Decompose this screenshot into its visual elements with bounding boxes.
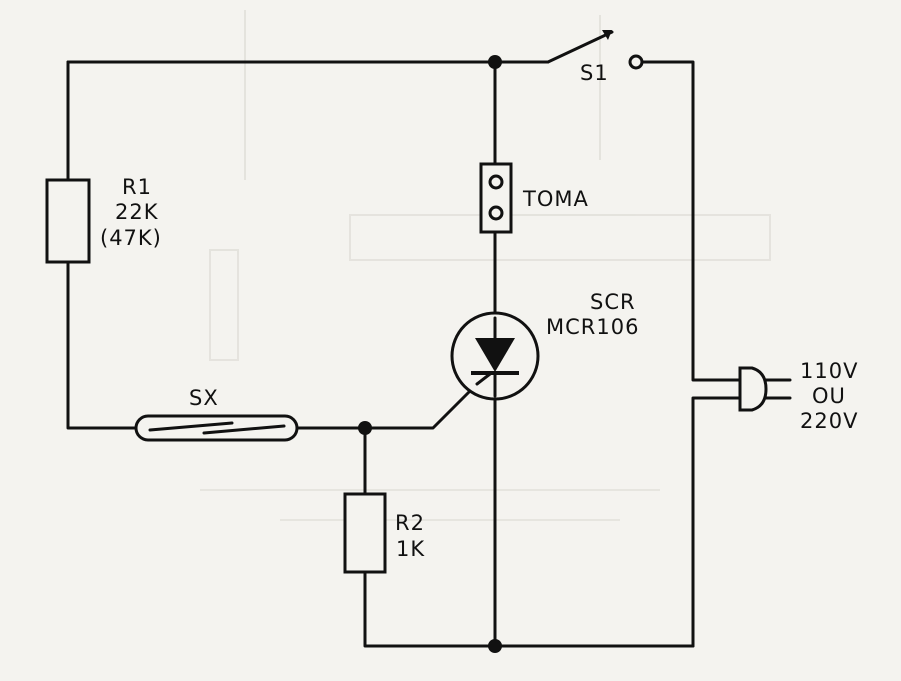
r1-alt-value-label: (47K) — [100, 226, 162, 250]
wiring — [66, 60, 742, 648]
right-wire-lower — [691, 396, 742, 648]
gate-lead-wire — [363, 382, 479, 430]
r1-value-label: 22K — [115, 200, 159, 224]
spst-switch-icon — [546, 30, 644, 70]
junction-dot-top — [488, 55, 502, 69]
right-wire-upper — [640, 60, 742, 382]
left-wire-lower — [66, 260, 138, 430]
scr-name-label: SCR — [590, 290, 636, 314]
mains-plug-icon — [738, 366, 792, 412]
bottom-rail-wire — [363, 570, 695, 648]
thyristor-icon — [450, 311, 540, 401]
outlet-socket-icon — [479, 162, 513, 234]
supply-label-ou: OU — [812, 384, 846, 408]
supply-label-110v: 110V — [800, 359, 858, 383]
r2-name-label: R2 — [395, 511, 425, 535]
sx-label: SX — [189, 386, 219, 410]
toma-label: TOMA — [522, 187, 589, 211]
scr-part-label: MCR106 — [546, 315, 639, 339]
r2-resistor-icon — [343, 492, 387, 574]
reed-switch-icon — [134, 414, 299, 442]
junction-dot-bottom — [488, 639, 502, 653]
r1-name-label: R1 — [122, 175, 152, 199]
r2-value-label: 1K — [396, 537, 425, 561]
supply-label-220v: 220V — [800, 409, 858, 433]
s1-label: S1 — [580, 61, 609, 85]
r1-resistor-icon — [45, 178, 91, 264]
bleed-through-layer — [200, 10, 771, 521]
junction-dot-gate — [358, 421, 372, 435]
